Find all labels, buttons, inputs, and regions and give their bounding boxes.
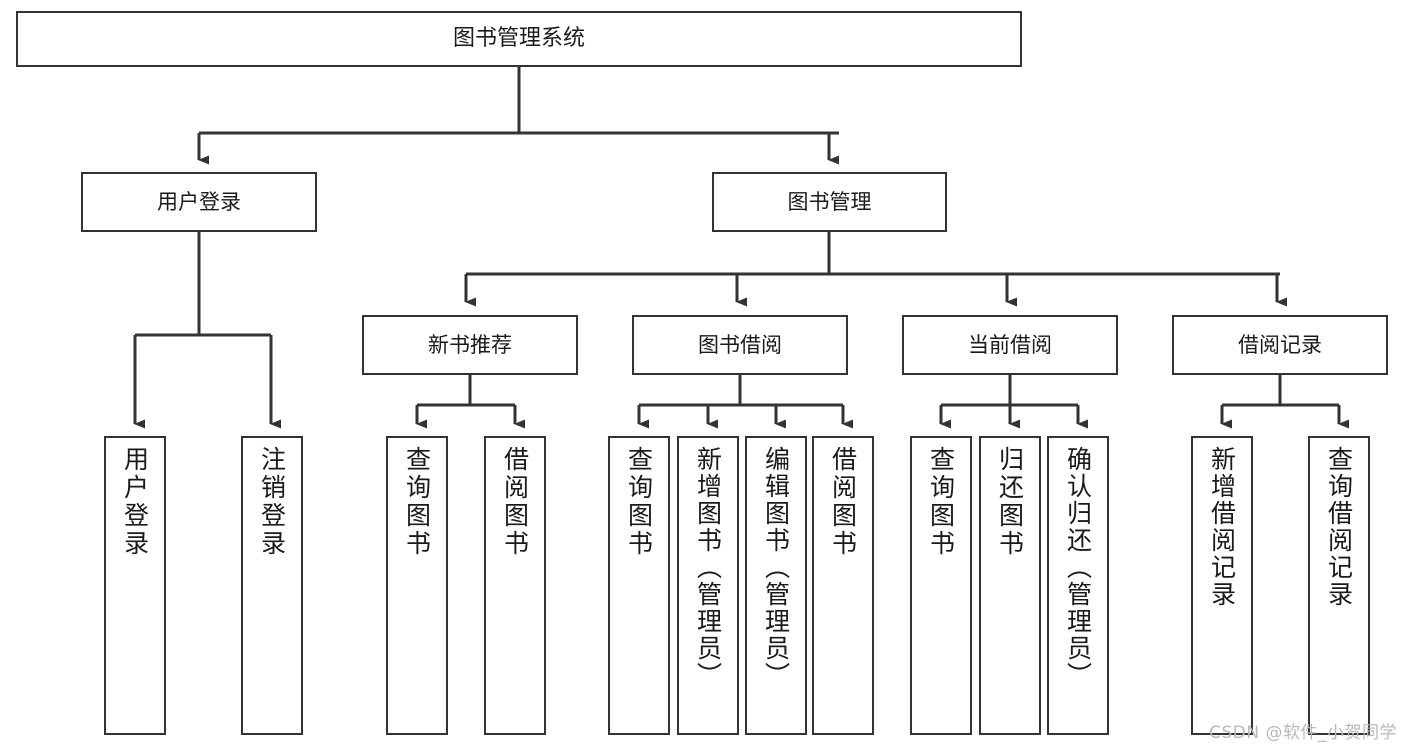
node-label: 查询借阅记录 xyxy=(1324,446,1354,608)
watermark-text: CSDN @软件_小贺同学 xyxy=(1209,723,1397,743)
node-label: 借阅记录 xyxy=(1238,332,1322,357)
node-root-book-management-system[interactable]: 图书管理系统 xyxy=(16,11,1022,67)
node-label: 查询图书 xyxy=(624,446,654,558)
node-label: 新书推荐 xyxy=(428,332,512,357)
node-label: 编辑图书（管理员） xyxy=(761,446,791,689)
node-book-management[interactable]: 图书管理 xyxy=(712,172,947,232)
node-label: 注销登录 xyxy=(257,446,287,558)
node-label: 当前借阅 xyxy=(968,332,1052,357)
node-label: 借阅图书 xyxy=(828,446,858,558)
node-label: 用户登录 xyxy=(120,446,150,558)
node-leaf-query-borrow-record[interactable]: 查询借阅记录 xyxy=(1308,436,1370,735)
node-borrow-record[interactable]: 借阅记录 xyxy=(1172,315,1388,375)
connector-userlogin-to-leaves xyxy=(133,232,281,429)
node-leaf-return-book[interactable]: 归还图书 xyxy=(979,436,1041,735)
node-leaf-confirm-return[interactable]: 确认归还（管理员） xyxy=(1047,436,1109,735)
node-label: 查询图书 xyxy=(926,446,956,558)
node-new-book-recommend[interactable]: 新书推荐 xyxy=(362,315,578,375)
node-label: 新增借阅记录 xyxy=(1207,446,1237,608)
node-label: 查询图书 xyxy=(402,446,432,558)
node-leaf-edit-book[interactable]: 编辑图书（管理员） xyxy=(745,436,807,735)
node-label: 新增图书（管理员） xyxy=(693,446,723,689)
node-leaf-query-book-borrow[interactable]: 查询图书 xyxy=(608,436,670,735)
node-book-borrow[interactable]: 图书借阅 xyxy=(632,315,848,375)
node-user-login[interactable]: 用户登录 xyxy=(81,172,317,232)
connector-bookborrow-to-leaves xyxy=(637,375,853,429)
node-label: 借阅图书 xyxy=(500,446,530,558)
connector-bookmgmt-to-level3 xyxy=(464,232,1287,307)
node-current-borrow[interactable]: 当前借阅 xyxy=(902,315,1118,375)
connector-newbook-to-leaves xyxy=(415,375,525,429)
connector-borrowrecord-to-leaves xyxy=(1220,375,1349,429)
node-leaf-add-borrow-record[interactable]: 新增借阅记录 xyxy=(1191,436,1253,735)
node-leaf-borrow-book-recommend[interactable]: 借阅图书 xyxy=(484,436,546,735)
node-leaf-add-book[interactable]: 新增图书（管理员） xyxy=(677,436,739,735)
node-label: 用户登录 xyxy=(157,189,241,214)
node-leaf-logout-login[interactable]: 注销登录 xyxy=(241,436,303,735)
connector-currentborrow-to-leaves xyxy=(939,375,1088,429)
node-label: 确认归还（管理员） xyxy=(1063,446,1093,689)
node-leaf-query-book-current[interactable]: 查询图书 xyxy=(910,436,972,735)
node-label: 图书借阅 xyxy=(698,332,782,357)
node-leaf-user-login[interactable]: 用户登录 xyxy=(104,436,166,735)
node-label: 归还图书 xyxy=(995,446,1025,558)
node-label: 图书管理 xyxy=(787,189,872,214)
node-leaf-query-book-recommend[interactable]: 查询图书 xyxy=(386,436,448,735)
node-leaf-borrow-book-borrow[interactable]: 借阅图书 xyxy=(812,436,874,735)
connector-root-to-level2 xyxy=(197,67,839,165)
node-label: 图书管理系统 xyxy=(452,26,585,52)
